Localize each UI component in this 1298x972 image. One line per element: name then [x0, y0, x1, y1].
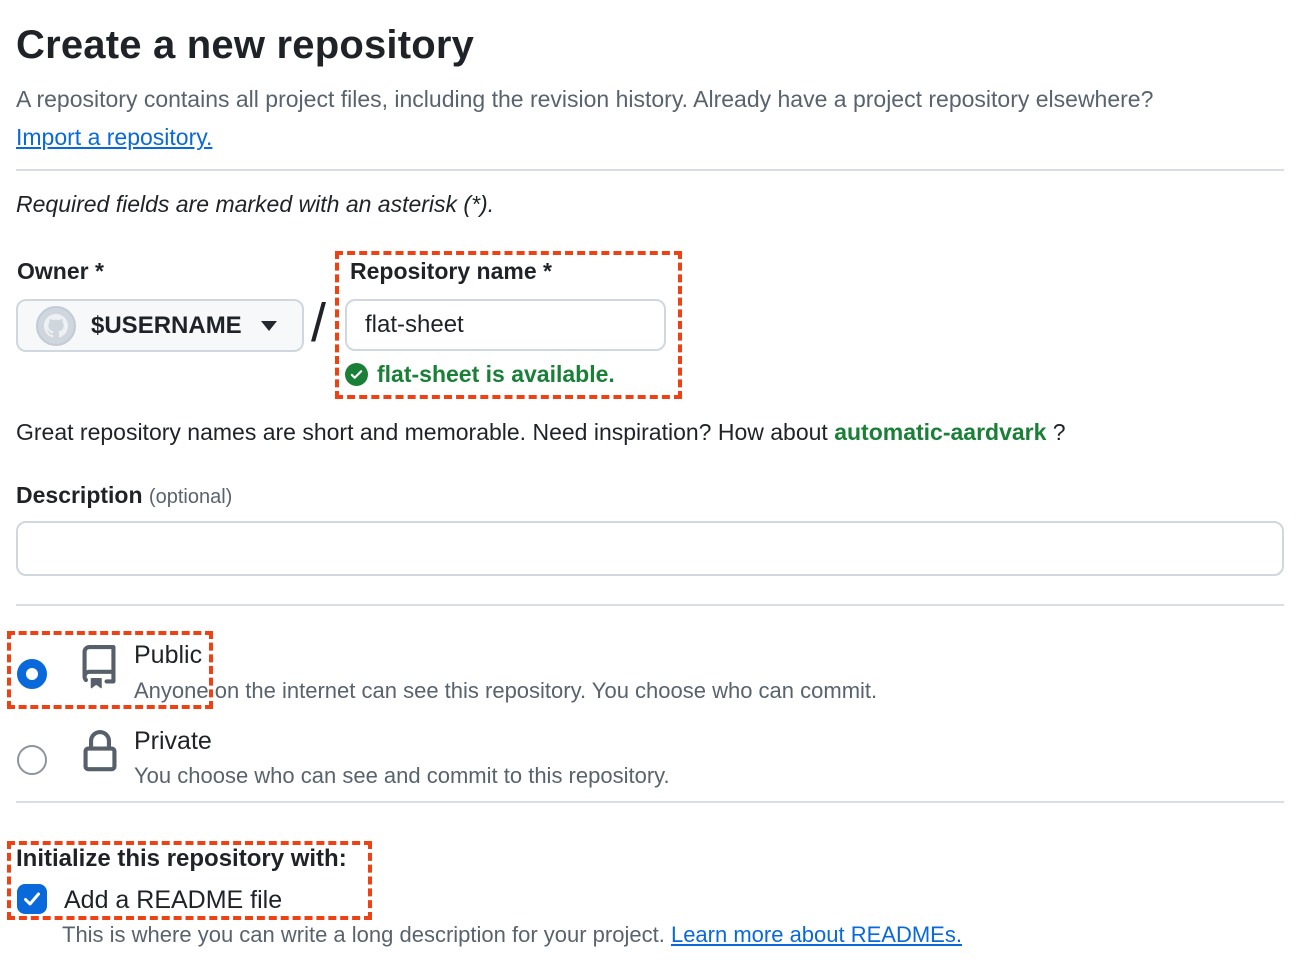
readme-note: This is where you can write a long descr…: [62, 922, 962, 948]
description-optional-hint: (optional): [148, 486, 233, 508]
public-option-description: Anyone on the internet can see this repo…: [134, 678, 878, 703]
page-intro: A repository contains all project files,…: [16, 80, 1211, 156]
name-availability-message: flat-sheet is available.: [345, 361, 615, 388]
description-label-row: Description (optional): [16, 482, 232, 509]
owner-repo-separator: /: [311, 293, 327, 353]
owner-dropdown-button[interactable]: $USERNAME: [16, 299, 304, 352]
required-fields-note: Required fields are marked with an aster…: [16, 191, 495, 217]
check-circle-icon: [345, 363, 368, 386]
description-divider: [16, 604, 1284, 606]
suggestion-suffix: ?: [1046, 419, 1066, 445]
chevron-down-icon: [260, 320, 277, 331]
private-radio[interactable]: [17, 745, 47, 775]
visibility-divider: [16, 801, 1284, 803]
suggestion-prefix: Great repository names are short and mem…: [16, 419, 835, 445]
checkmark-icon: [21, 888, 43, 910]
name-suggestion-line: Great repository names are short and mem…: [16, 419, 1066, 446]
lock-icon: [78, 730, 122, 779]
owner-label: Owner *: [17, 258, 104, 284]
owner-name-value: $USERNAME: [91, 311, 242, 339]
add-readme-label[interactable]: Add a README file: [64, 886, 283, 914]
description-input[interactable]: [16, 521, 1284, 576]
public-radio[interactable]: [17, 659, 47, 689]
initialize-heading: Initialize this repository with:: [16, 845, 347, 872]
octocat-avatar-icon: [36, 305, 76, 346]
repository-name-input[interactable]: [345, 299, 666, 351]
availability-text: flat-sheet is available.: [377, 361, 615, 387]
private-option-label[interactable]: Private: [134, 727, 212, 755]
repo-book-icon: [77, 645, 121, 694]
import-repository-link[interactable]: Import a repository.: [16, 124, 213, 150]
page-title: Create a new repository: [16, 23, 475, 67]
add-readme-checkbox[interactable]: [17, 884, 47, 914]
intro-text: A repository contains all project files,…: [16, 86, 1154, 112]
public-option-label[interactable]: Public: [134, 641, 203, 669]
learn-more-readmes-link[interactable]: Learn more about READMEs.: [670, 922, 962, 947]
repository-name-label: Repository name *: [350, 258, 552, 284]
description-label: Description: [16, 482, 149, 508]
suggested-repo-name[interactable]: automatic-aardvark: [834, 419, 1047, 445]
readme-note-text: This is where you can write a long descr…: [62, 922, 671, 947]
header-divider: [16, 169, 1284, 171]
private-option-description: You choose who can see and commit to thi…: [134, 763, 670, 788]
